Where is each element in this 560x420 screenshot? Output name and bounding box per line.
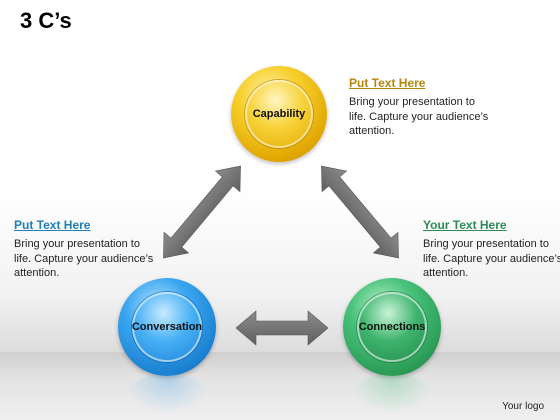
logo-text: Your logo xyxy=(502,401,544,412)
arrow-capability-connections xyxy=(321,165,399,259)
callout-left-body: Bring your presentation to life. Capture… xyxy=(14,238,154,279)
node-capability: Capability xyxy=(231,66,327,162)
callout-top-right-heading: Put Text Here xyxy=(349,76,426,90)
connections-label: Connections xyxy=(357,292,427,362)
arrow-conversation-connections xyxy=(235,310,329,346)
capability-label: Capability xyxy=(245,80,313,148)
callout-right-heading: Your Text Here xyxy=(423,218,507,232)
callout-top-right-body: Bring your presentation to life. Capture… xyxy=(349,96,489,137)
connections-reflection xyxy=(353,374,431,412)
page-title: 3 C’s xyxy=(20,8,72,33)
conversation-reflection xyxy=(128,374,206,412)
callout-left: Put Text Here Bring your presentation to… xyxy=(14,218,154,281)
node-connections: Connections xyxy=(343,278,441,376)
callout-left-heading: Put Text Here xyxy=(14,218,91,232)
callout-right-body: Bring your presentation to life. Capture… xyxy=(423,238,560,279)
floor-background xyxy=(0,352,560,420)
callout-right: Your Text Here Bring your presentation t… xyxy=(423,218,560,281)
conversation-label: Conversation xyxy=(132,292,202,362)
callout-top-right: Put Text Here Bring your presentation to… xyxy=(349,76,489,139)
arrow-capability-conversation xyxy=(163,165,241,259)
node-conversation: Conversation xyxy=(118,278,216,376)
